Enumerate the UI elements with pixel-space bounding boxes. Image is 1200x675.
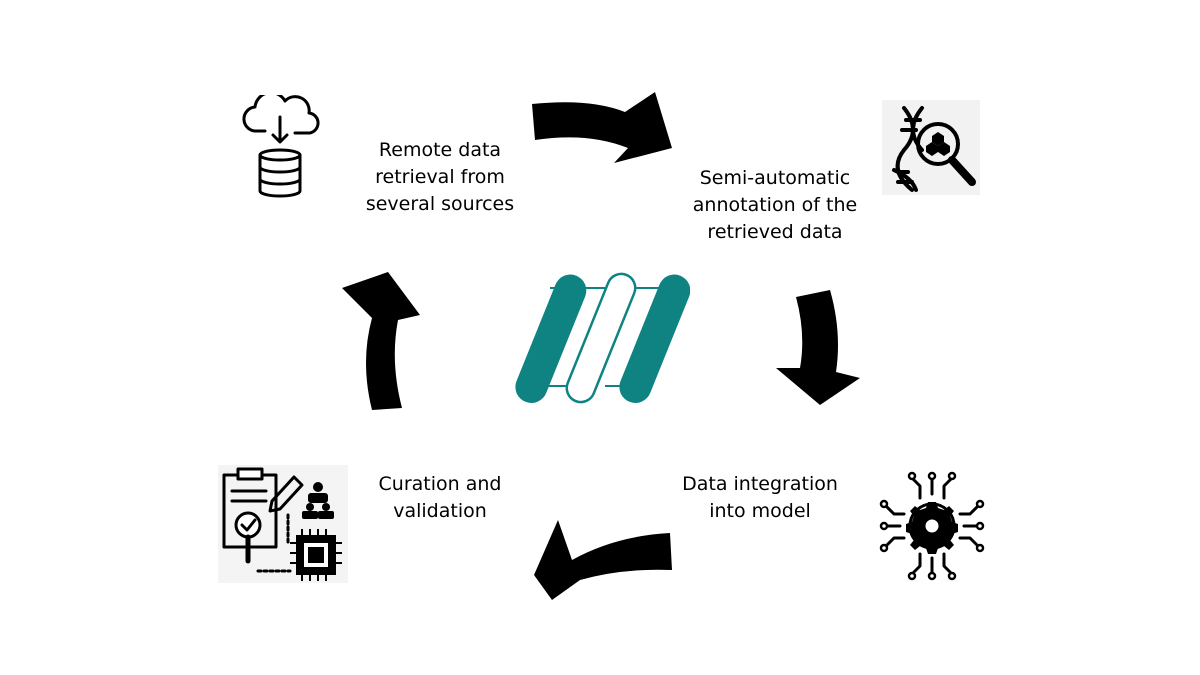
label-line: retrieved data [707, 221, 843, 243]
cloud-database-icon [242, 95, 320, 198]
label-line: Remote data [378, 139, 502, 161]
step-label-curation: Curation and validation [345, 471, 535, 525]
center-logo [515, 272, 690, 404]
chip [290, 529, 342, 581]
label-line: Data integration [682, 473, 838, 495]
arrow-integration-to-curation [534, 520, 672, 600]
arrow-retrieval-to-annotation [532, 92, 672, 163]
logo-bar-left [515, 274, 587, 403]
step-label-integration: Data integration into model [660, 471, 860, 525]
label-line: annotation of the [692, 194, 858, 216]
step-label-retrieval: Remote data retrieval from several sourc… [340, 137, 540, 218]
arrow-curation-to-retrieval [342, 272, 420, 410]
logo-bar-middle [565, 272, 637, 404]
step-label-annotation: Semi-automatic annotation of the retriev… [665, 165, 885, 246]
logo-bar-right [619, 274, 690, 403]
label-line: retrieval from [375, 166, 505, 188]
dna-search-icon [882, 100, 980, 195]
label-line: validation [393, 500, 487, 522]
label-line: several sources [365, 193, 515, 215]
label-line: into model [709, 500, 811, 522]
label-line: Curation and [378, 473, 502, 495]
label-line: Semi-automatic [699, 167, 851, 189]
curation-validation-icon [218, 465, 348, 583]
gear-circuit-icon [879, 471, 985, 581]
arrow-annotation-to-integration [776, 290, 860, 405]
